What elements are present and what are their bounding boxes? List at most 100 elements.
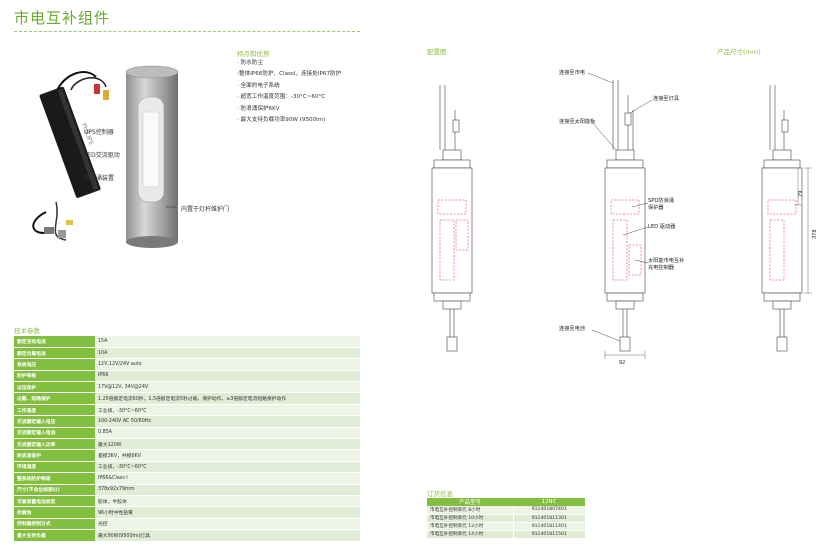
dimension-width: 92 (619, 360, 625, 366)
label-led-driver: LED 驱动器 (648, 224, 676, 230)
spec-key: 交流额定输入电流 (14, 427, 95, 440)
spec-value: IP66&Class I (95, 472, 360, 485)
order-col-code: 12NC (513, 498, 585, 506)
dimension-top-height: 79 (798, 191, 804, 197)
spec-key: 防护等级 (14, 370, 95, 383)
spec-row: 环境温度工业级，-30°C~60°C (14, 461, 360, 474)
spec-key: 交流额定输入电压 (14, 415, 95, 428)
spec-value: 胶体，半胶体 (95, 495, 360, 508)
spec-key: 最大支持负载 (14, 529, 95, 542)
label-to-solar: 连接至太阳能板 (559, 119, 596, 125)
feature-item: · 超宽工作温度范围：-30°C~60°C (237, 94, 326, 101)
spec-key: 过压保护 (14, 381, 95, 394)
spec-key: 控制器控制方式 (14, 518, 95, 531)
order-code: 911401811401 (512, 522, 585, 531)
spec-value: 10A (95, 347, 360, 360)
spec-value: 工业级，-30°C~60°C (95, 461, 360, 474)
label-to-mains: 连接至市电 (559, 70, 585, 76)
spec-value: 0.85A (95, 427, 360, 440)
spec-key: 过载、短路保护 (14, 392, 95, 405)
spec-key: 抗腐蚀 (14, 506, 95, 519)
spec-value: 96小时中性盐雾 (95, 506, 360, 519)
order-col-model: 产品型号 (427, 498, 513, 506)
features-list: · 防水防尘 -整体IP66防护、ClassI，连接处IP67防护 · 全面的电… (237, 58, 367, 126)
spec-value: 17V@12V, 34V@24V (95, 381, 360, 394)
label-controller: 太阳能市电互补 充电控制器 (648, 258, 685, 271)
label-spd: SPD防浪涌 保护器 (648, 198, 674, 211)
order-model: 市电互补控制单元 8小时 (427, 506, 513, 515)
spec-row: 防浪涌保护差模3KV，共模6KV (14, 449, 360, 462)
config-diagram: 92 79 378 (420, 55, 820, 379)
spec-value: 100-240V AC 50/60Hz (95, 415, 360, 428)
spec-key: 工作温度 (14, 404, 95, 417)
spec-key: 可兼容蓄电池类型 (14, 495, 95, 508)
spec-value: 最大120W (95, 438, 360, 451)
spec-value: IP66 (95, 370, 360, 383)
callout-led-driver: LED交流驱动 (84, 152, 120, 159)
spec-value: 差模3KV，共模6KV (95, 449, 360, 462)
product-photo: PHILIPS (26, 62, 226, 252)
ordering-heading: 订货信息 (427, 490, 453, 498)
spec-key: 交流额定输入功率 (14, 438, 95, 451)
dimensions-heading: 产品尺寸(mm) (717, 48, 761, 56)
spec-value: 15A (95, 336, 360, 348)
spec-row: 可兼容蓄电池类型胶体，半胶体 (14, 495, 360, 508)
feature-item: · 最大支持负载功率90W (9500lm) (237, 117, 326, 124)
config-heading: 配置图 (427, 48, 447, 56)
feature-item: · 全面的电子系统 (237, 82, 280, 89)
spec-row: 工作温度工业级，-30°C~60°C (14, 404, 360, 417)
spec-key: 额定负载电流 (14, 347, 95, 360)
order-model: 市电互补控制单元 14小时 (427, 530, 513, 539)
spec-key: 尺寸(不含出线部分) (14, 484, 95, 496)
order-code: 911401811501 (512, 530, 585, 539)
specs-heading: 技术参数 (14, 327, 40, 335)
order-code: 911401807401 (512, 506, 585, 515)
callout-maintenance-door: 内置于灯杆维护门 (181, 206, 230, 213)
order-code: 911401811301 (512, 514, 585, 523)
label-to-lamp: 连接至灯具 (653, 96, 679, 102)
page-title: 市电互补组件 (14, 9, 111, 27)
spec-value: 378x92x79mm (95, 484, 360, 496)
feature-item: -整体IP66防护、ClassI，连接处IP67防护 (237, 71, 342, 78)
spec-key: 环境温度 (14, 461, 95, 474)
spec-key: 系统电压 (14, 358, 95, 371)
spec-row: 尺寸(不含出线部分)378x92x79mm (14, 484, 360, 496)
features-heading: 特点和优势 (237, 50, 270, 58)
spec-key: 防浪涌保护 (14, 449, 95, 462)
spec-value: 光控 (95, 518, 360, 531)
title-divider (14, 31, 360, 32)
feature-item: · 防浪涌保护6KV (237, 105, 280, 112)
order-model: 市电互补控制单元 12小时 (427, 522, 513, 531)
spec-row: 交流额定输入功率最大120W (14, 438, 360, 451)
spec-key: 整系统防护等级 (14, 472, 95, 485)
order-model: 市电互补控制单元 10小时 (427, 514, 513, 523)
spec-row: 最大支持负载最大90W(9500lm)灯具 (14, 529, 360, 542)
callout-ups-controller: UPS控制器 (84, 129, 114, 136)
spec-key: 额定充电电流 (14, 336, 95, 348)
spec-row: 控制器控制方式光控 (14, 518, 360, 531)
callout-surge-protector: 防浪涌装置 (84, 175, 115, 182)
spec-value: 12V,12V/24V auto (95, 358, 360, 371)
spec-value: 工业级，-30°C~60°C (95, 404, 360, 417)
label-to-battery: 连接至电池 (559, 326, 585, 332)
dimension-total-height: 378 (812, 229, 818, 239)
feature-item: · 防水防尘 (237, 60, 263, 66)
spec-value: 最大90W(9500lm)灯具 (95, 529, 360, 542)
spec-value: 1.25倍额定电流60秒，1.5倍额定电流5秒过载，保护动作，≥3倍额定电流短路… (95, 392, 360, 405)
